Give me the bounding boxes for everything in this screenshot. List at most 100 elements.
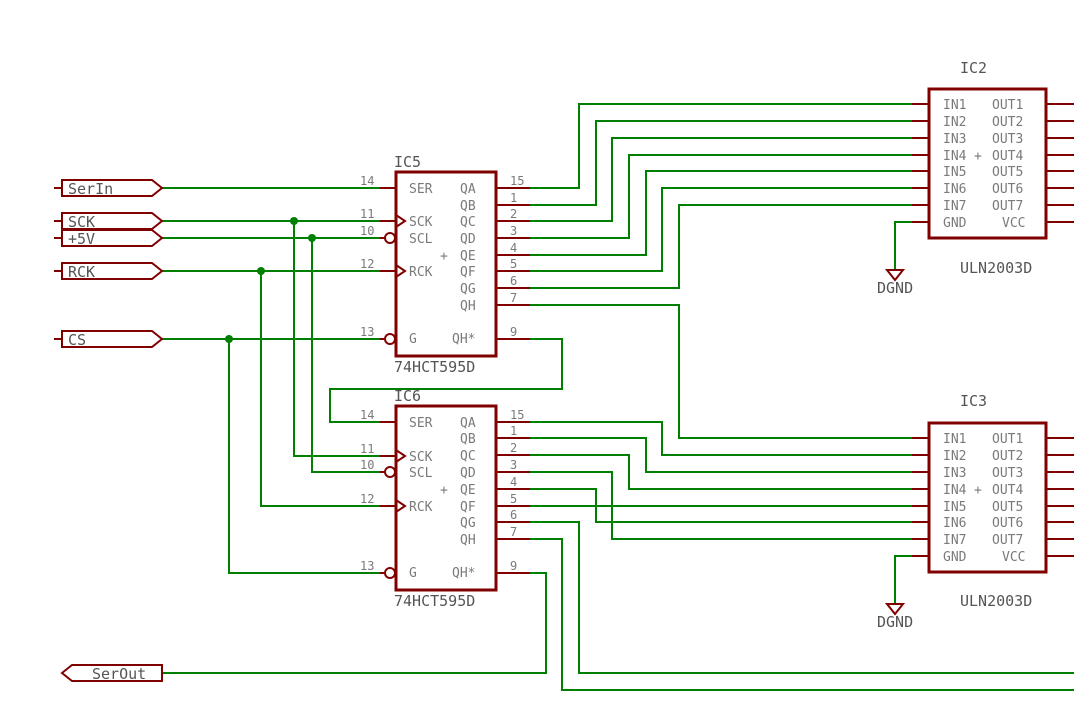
- port-cs: CS: [54, 330, 164, 349]
- pin-number: 15: [510, 408, 524, 422]
- port-5v-label: +5V: [68, 230, 95, 248]
- pin-number: 6: [510, 508, 517, 522]
- pin-label: QB: [460, 432, 476, 447]
- pin-label: SCL: [409, 466, 433, 481]
- ic5-g-bubble: [384, 333, 396, 345]
- pin-number: 4: [510, 241, 517, 255]
- ic6-name: IC6: [394, 387, 421, 405]
- pin-label: QC: [460, 215, 476, 230]
- wire-serout: [162, 572, 547, 674]
- pin-label: QH: [460, 299, 476, 314]
- ic2: IC2 ULN2003D + IN1 IN2 IN3 IN4 IN5 IN6 I…: [877, 59, 1074, 297]
- pin-label: IN3: [943, 132, 966, 147]
- pin-number: 14: [360, 174, 374, 188]
- wire-ic5-qe: [530, 170, 912, 256]
- pin-number: 9: [510, 325, 517, 339]
- port-sck-label: SCK: [68, 213, 95, 231]
- wire-cs: [162, 338, 380, 574]
- pin-label: QA: [460, 182, 476, 197]
- pin-label: RCK: [409, 500, 433, 515]
- port-outline: [61, 212, 164, 230]
- port-rck-label: RCK: [68, 263, 95, 281]
- pin-number: 13: [360, 559, 374, 573]
- pin-label: GND: [943, 216, 967, 231]
- pin-label: OUT7: [992, 533, 1023, 548]
- pin-number: 13: [360, 325, 374, 339]
- wire-ic6-qd: [530, 471, 912, 507]
- pin-label: OUT1: [992, 98, 1023, 113]
- ic3: IC3 ULN2003D + IN1 IN2 IN3 IN4 IN5 IN6 I…: [877, 392, 1074, 631]
- pin-label: G: [409, 332, 417, 347]
- wire-ic6-qf: [530, 505, 912, 540]
- pin-number: 5: [510, 257, 517, 271]
- pin-number: 1: [510, 191, 517, 205]
- pin-number: 12: [360, 257, 374, 271]
- ic5-rck-clock: [395, 264, 407, 278]
- pin-label: OUT7: [992, 199, 1023, 214]
- ic3-ground-symbol: [884, 603, 906, 616]
- ic3-plus: +: [974, 483, 982, 498]
- pin-label: QD: [460, 466, 476, 481]
- pin-number: 7: [510, 291, 517, 305]
- wire-ic5-qg: [530, 204, 912, 289]
- port-outline: [61, 262, 164, 280]
- ic6-value: 74HCT595D: [394, 592, 475, 610]
- pin-label: OUT5: [992, 500, 1023, 515]
- wire-ic5-qa: [530, 103, 912, 189]
- junction-5v: [308, 234, 316, 242]
- pin-number: 9: [510, 559, 517, 573]
- pin-label: QG: [460, 282, 476, 297]
- pin-label: IN2: [943, 449, 966, 464]
- pin-label: OUT6: [992, 182, 1023, 197]
- pin-label: IN7: [943, 199, 966, 214]
- pin-number: 1: [510, 424, 517, 438]
- wire-ic5-qb: [530, 120, 912, 206]
- wire-ic6-qc: [530, 454, 912, 490]
- ic3-name: IC3: [960, 392, 987, 410]
- pin-label: IN2: [943, 115, 966, 130]
- wires: [162, 103, 1074, 691]
- pin-label: QF: [460, 265, 476, 280]
- pin-label: IN4: [943, 483, 967, 498]
- ic3-value: ULN2003D: [960, 592, 1032, 610]
- wire-ic6-qa: [530, 421, 912, 456]
- pin-label: OUT3: [992, 466, 1023, 481]
- pin-label: QF: [460, 500, 476, 515]
- wire-ic5-qf: [530, 187, 912, 272]
- wire-sck: [162, 220, 380, 457]
- pin-label: IN6: [943, 182, 966, 197]
- pin-label: IN7: [943, 533, 966, 548]
- port-serout: SerOut: [60, 664, 163, 683]
- pin-number: 14: [360, 408, 374, 422]
- pin-number: 10: [360, 224, 374, 238]
- pin-label: OUT1: [992, 432, 1023, 447]
- pin-number: 10: [360, 458, 374, 472]
- pin-label: OUT2: [992, 115, 1023, 130]
- ic2-body: [927, 87, 1048, 240]
- port-outline: [60, 664, 163, 682]
- ic6: IC6 74HCT595D + 14 11 10 12 13 SER SCK S…: [360, 387, 530, 610]
- wire-ic6-qb: [530, 437, 912, 473]
- junction-cs: [225, 335, 233, 343]
- pin-label: OUT4: [992, 149, 1023, 164]
- pin-lead: [912, 437, 929, 557]
- pin-label: G: [409, 566, 417, 581]
- port-outline: [61, 229, 164, 247]
- pin-lead: [496, 421, 530, 574]
- port-rck: RCK: [54, 262, 164, 281]
- ic5-body: [394, 170, 498, 358]
- ic2-name: IC2: [960, 59, 987, 77]
- ic2-ground-label: DGND: [877, 279, 913, 297]
- port-outline: [61, 179, 164, 197]
- wire-ic5-qd: [530, 154, 912, 239]
- pin-label: QH*: [452, 332, 475, 347]
- ic2-ground-symbol: [884, 269, 906, 282]
- pin-label: OUT2: [992, 449, 1023, 464]
- pin-label: OUT5: [992, 165, 1023, 180]
- pin-label: VCC: [1002, 216, 1025, 231]
- wire-ic5-qc: [530, 137, 912, 222]
- pin-lead: [1046, 437, 1074, 557]
- pin-number: 11: [360, 207, 374, 221]
- pin-label: OUT3: [992, 132, 1023, 147]
- ic6-scl-bubble: [384, 466, 396, 478]
